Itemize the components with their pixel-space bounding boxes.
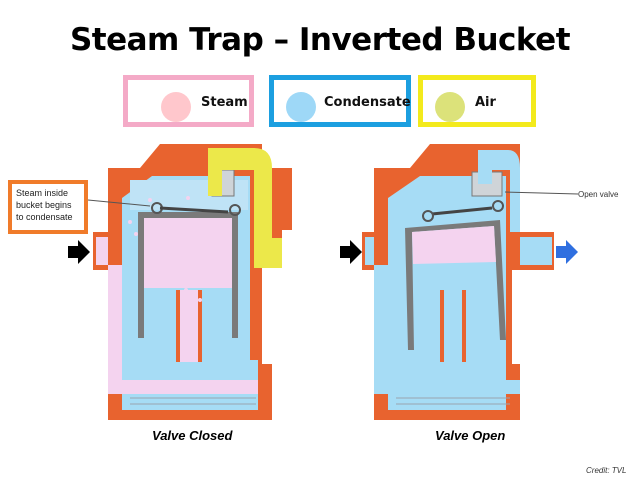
legend-air-label: Air (475, 95, 496, 110)
legend-air: Air (418, 75, 536, 127)
credit-text: Credit: TVL (586, 466, 627, 475)
steam-swatch (161, 92, 191, 122)
open-valve-label: Open valve (578, 190, 619, 199)
callout-leader (87, 199, 151, 207)
caption-valve-closed: Valve Closed (152, 428, 233, 443)
legend-condensate-label: Condensate (324, 95, 411, 110)
trap-valve-open (340, 144, 578, 420)
caption-valve-open: Valve Open (435, 428, 506, 443)
legend-steam-label: Steam (201, 95, 248, 110)
trap-valve-closed (68, 144, 292, 420)
air-swatch (435, 92, 465, 122)
legend-steam: Steam (123, 75, 254, 127)
open-valve-leader (504, 191, 579, 195)
legend-condensate: Condensate (269, 75, 411, 127)
diagram-title: Steam Trap – Inverted Bucket (69, 22, 571, 58)
callout-box: Steam inside bucket begins to condensate (8, 180, 88, 234)
condensate-swatch (286, 92, 316, 122)
